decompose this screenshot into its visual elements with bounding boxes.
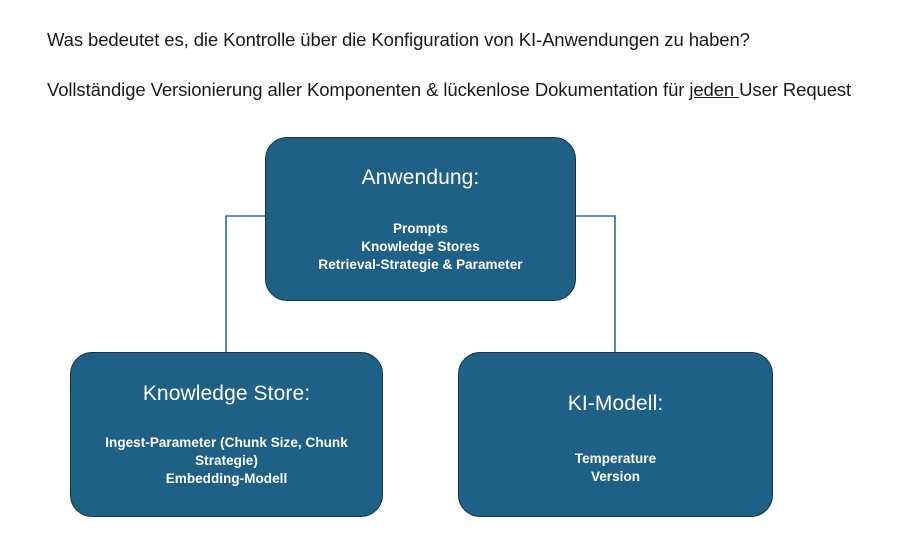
node-anwendung-title: Anwendung: — [361, 166, 480, 189]
node-knowledge-store-body: Ingest-Parameter (Chunk Size, Chunk Stra… — [105, 435, 348, 486]
subtitle-part-before: Vollständige Versionierung aller Kompone… — [47, 79, 690, 100]
connector-anwendung-to-knowledge-store — [225, 215, 265, 353]
subtitle-part-after: User Request — [739, 79, 852, 100]
page-title: Was bedeutet es, die Kontrolle über die … — [47, 29, 750, 50]
connector-anwendung-to-ki-modell — [576, 215, 616, 353]
node-knowledge-store-title: Knowledge Store: — [142, 382, 311, 405]
node-ki-modell-title: KI-Modell: — [567, 392, 664, 415]
node-knowledge-store[interactable]: Knowledge Store: Ingest-Parameter (Chunk… — [70, 352, 383, 517]
subtitle: Vollständige Versionierung aller Kompone… — [47, 79, 851, 101]
subtitle-emphasis: jeden — [689, 79, 740, 100]
